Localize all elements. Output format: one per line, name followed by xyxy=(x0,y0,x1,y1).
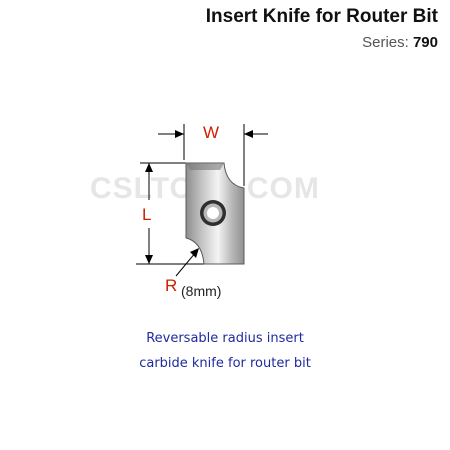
radius-leader-arrowhead xyxy=(190,248,199,258)
length-label: L xyxy=(142,205,152,224)
description-line-1: Reversable radius insert xyxy=(146,331,304,346)
width-arrow-left-head xyxy=(175,130,184,138)
width-arrow-right-head xyxy=(244,130,253,138)
length-arrow-head-bottom xyxy=(145,255,153,264)
length-arrow-head-top xyxy=(145,163,153,172)
description-line-2: carbide knife for router bit xyxy=(139,356,311,371)
width-label: W xyxy=(203,123,220,142)
insert-top-bevel xyxy=(186,163,224,170)
radius-label: R xyxy=(165,276,178,295)
radius-leader-line xyxy=(175,251,197,277)
product-title: Insert Knife for Router Bit xyxy=(205,6,438,27)
radius-size-label: (8mm) xyxy=(181,283,222,299)
series-info: Series: 790 xyxy=(362,34,438,51)
series-number: 790 xyxy=(412,34,438,51)
screw-hole xyxy=(207,207,219,219)
series-label: Series: xyxy=(362,34,409,51)
